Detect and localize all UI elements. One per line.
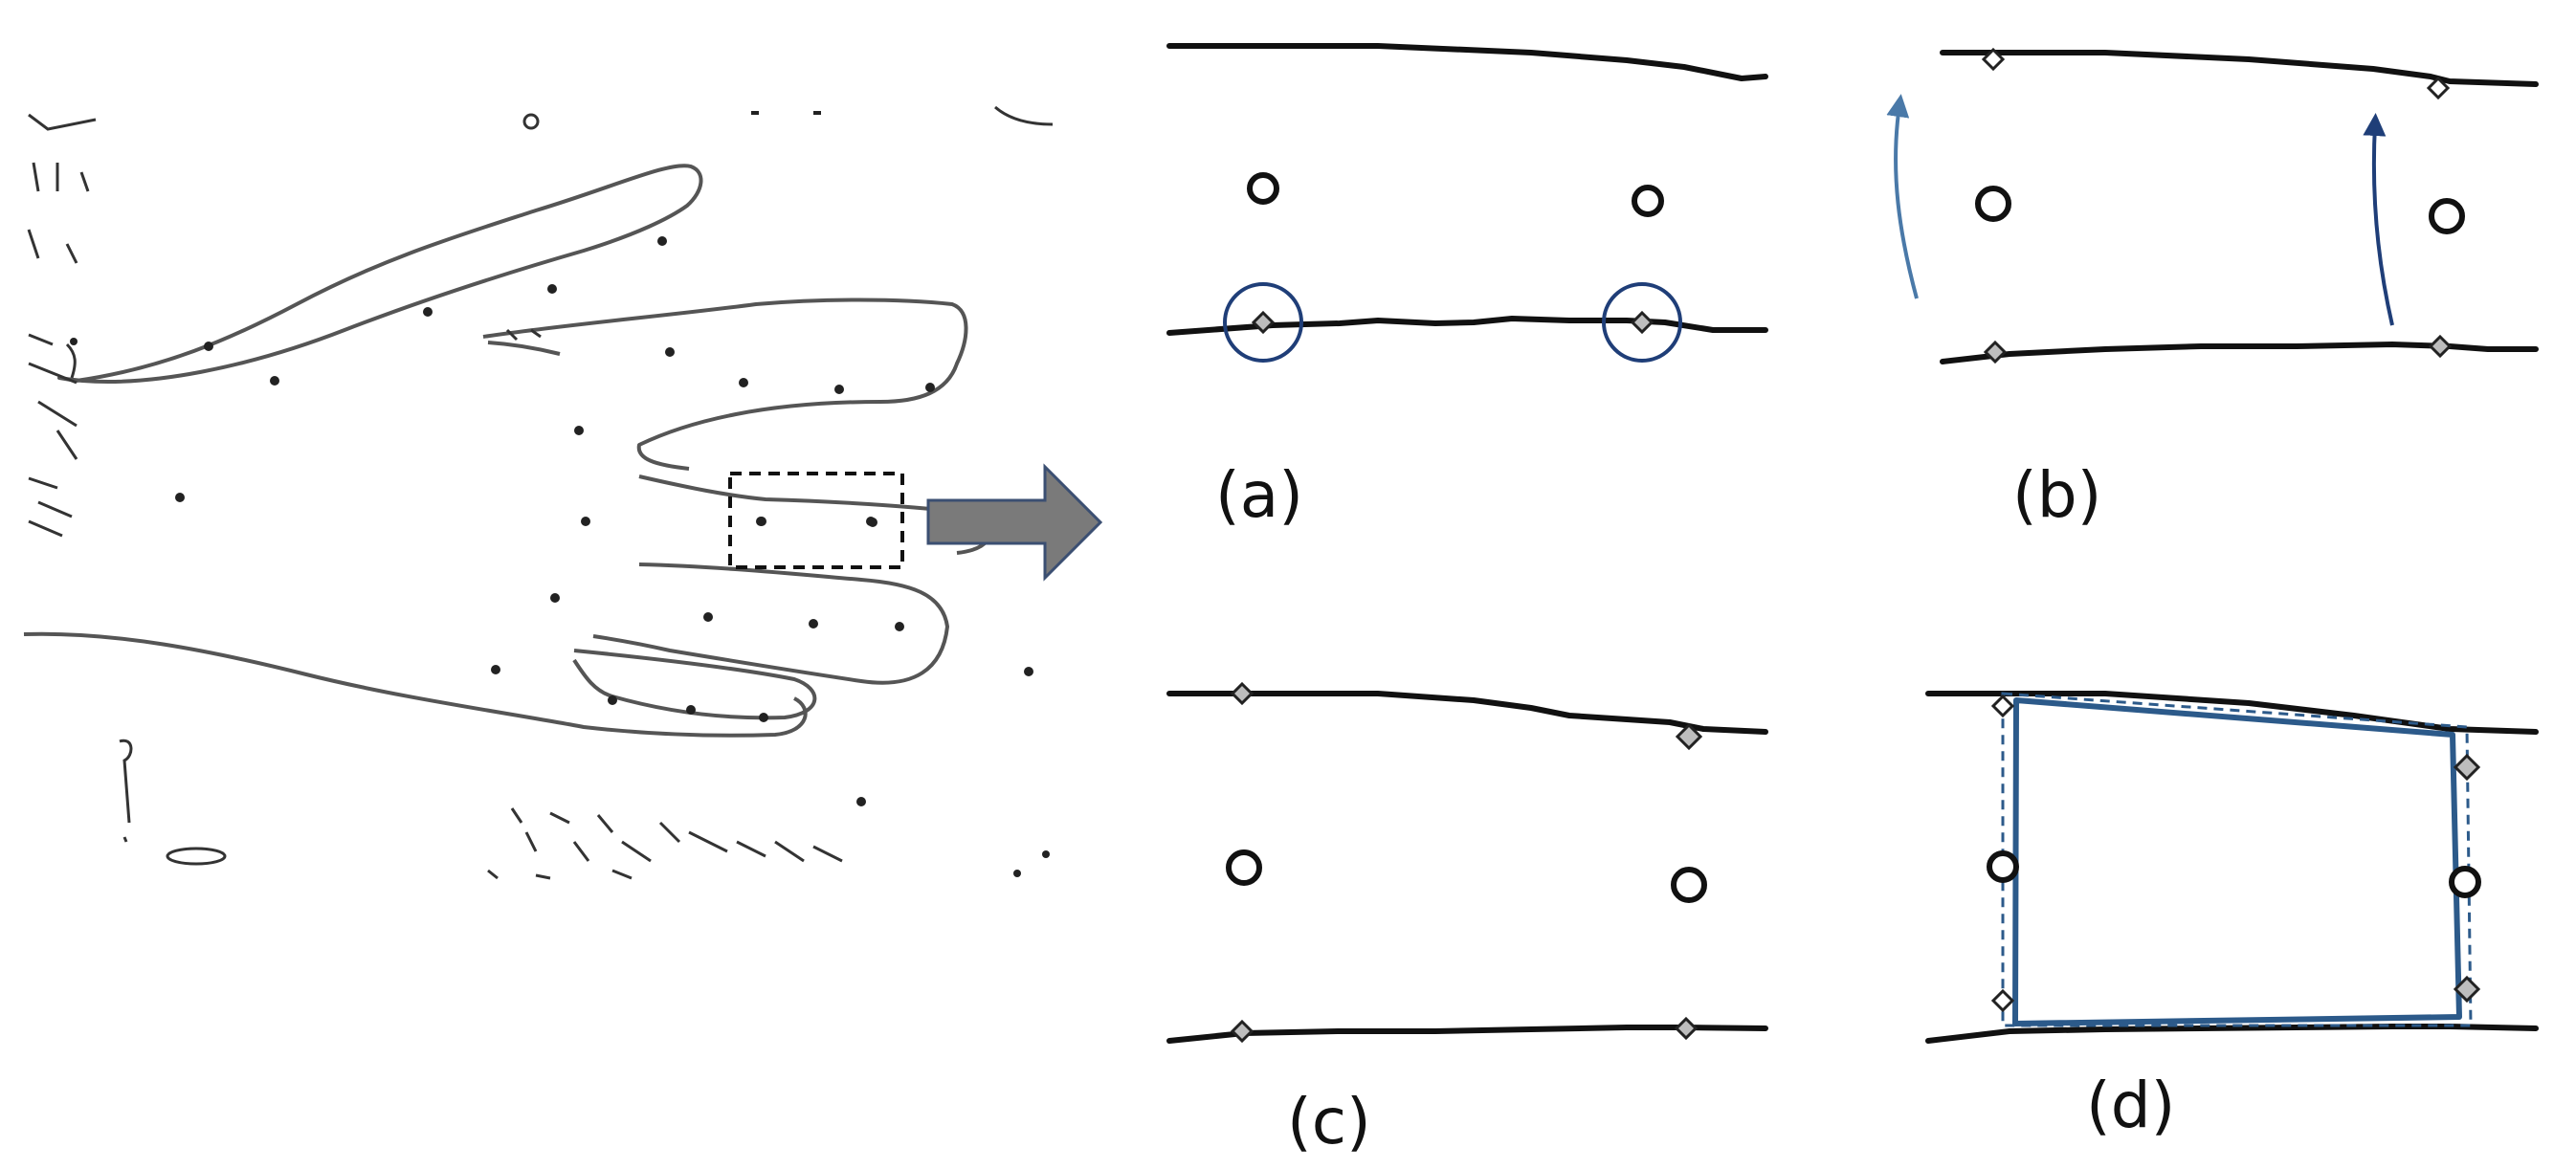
keypoint-dot xyxy=(423,307,433,317)
keypoint-diamond xyxy=(1990,988,2015,1013)
keypoint-ring xyxy=(1987,850,2019,883)
upper-edge-line xyxy=(1925,691,2539,735)
upper-edge-line xyxy=(1166,691,1768,735)
noise-speck xyxy=(1013,870,1021,877)
curved-up-arrow-icon xyxy=(1886,94,1919,299)
keypoint-dot xyxy=(657,236,667,246)
keypoint-dot xyxy=(686,705,696,715)
keypoint-ring xyxy=(1247,172,1279,205)
curved-up-arrow-icon xyxy=(2363,113,2394,326)
keypoint-dot xyxy=(868,518,877,527)
panel-b: (b) xyxy=(1886,47,2539,532)
fitted-quad-dashed xyxy=(2001,692,2473,1027)
keypoint-dot xyxy=(895,622,904,631)
keypoint-dot xyxy=(1024,667,1033,676)
noise-speck xyxy=(166,847,227,866)
lower-edge-line xyxy=(1940,342,2539,364)
keypoint-dot xyxy=(759,713,768,722)
noise-speck xyxy=(522,113,540,130)
keypoint-dot xyxy=(757,517,766,526)
noise-stroke xyxy=(487,807,843,880)
noise-speck xyxy=(1042,850,1050,858)
panel-b-label: (b) xyxy=(2012,458,2101,532)
panel-c: (c) xyxy=(1166,681,1768,1158)
lower-edge-line xyxy=(1925,1024,2539,1044)
keypoint-ring xyxy=(1975,186,2011,222)
highlight-circle xyxy=(1223,282,1303,363)
keypoint-ring xyxy=(1671,867,1707,903)
keypoint-dot xyxy=(574,426,584,435)
keypoint-diamond xyxy=(1230,681,1255,706)
keypoint-dot xyxy=(834,385,844,394)
noise-stroke xyxy=(119,739,133,843)
keypoint-dot xyxy=(608,695,617,705)
keypoint-dot xyxy=(547,284,557,294)
keypoint-dot xyxy=(175,493,185,502)
noise-stroke xyxy=(505,328,542,342)
keypoint-ring xyxy=(2449,866,2481,898)
fitted-quad xyxy=(2012,697,2462,1026)
keypoint-diamond xyxy=(1674,1016,1699,1041)
keypoint-diamond xyxy=(1630,310,1654,335)
lower-edge-line xyxy=(1166,316,1768,336)
keypoint-diamond xyxy=(1251,310,1276,335)
keypoint-diamond xyxy=(2426,76,2451,100)
keypoint-dot xyxy=(925,383,935,392)
keypoint-dot xyxy=(491,665,500,674)
lower-edge-line xyxy=(1166,1025,1768,1044)
noise-speck xyxy=(751,111,759,115)
keypoint-dot xyxy=(703,612,713,622)
upper-edge-line xyxy=(1940,50,2539,87)
keypoint-dot xyxy=(581,517,590,526)
keypoint-diamond xyxy=(1675,722,1703,751)
hand-outline xyxy=(23,164,993,738)
keypoint-ring xyxy=(1226,849,1262,886)
panel-a: (a) xyxy=(1166,43,1768,532)
keypoint-ring xyxy=(1632,185,1664,217)
noise-speck xyxy=(70,338,78,345)
panel-d: (d) xyxy=(1925,691,2539,1142)
keypoint-dot xyxy=(665,347,675,357)
upper-edge-line xyxy=(1166,43,1768,81)
keypoint-dot xyxy=(550,593,560,603)
keypoint-diamond xyxy=(2453,753,2481,782)
keypoint-dot xyxy=(204,342,213,351)
highlight-circle xyxy=(1602,282,1682,363)
keypoint-dot xyxy=(270,376,279,386)
keypoint-diamond xyxy=(1230,1019,1255,1044)
noise-stroke xyxy=(27,113,97,538)
edge-noise xyxy=(27,105,1054,880)
keypoint-dot xyxy=(856,797,866,806)
panel-d-label: (d) xyxy=(2086,1069,2175,1142)
panel-a-label: (a) xyxy=(1215,458,1303,532)
panel-c-label: (c) xyxy=(1287,1085,1371,1158)
keypoint-diamond xyxy=(1983,340,2008,364)
keypoint-diamond xyxy=(2428,334,2453,359)
keypoint-diamond xyxy=(1990,694,2015,718)
noise-speck xyxy=(813,111,821,115)
noise-stroke xyxy=(65,342,77,379)
noise-stroke xyxy=(994,105,1054,126)
hand-edge-map xyxy=(23,105,1054,880)
keypoint-dot xyxy=(739,378,748,387)
keypoint-ring xyxy=(2429,198,2465,234)
keypoint-diamond xyxy=(1981,47,2006,72)
right-arrow-icon xyxy=(926,463,1103,582)
keypoint-dot xyxy=(809,619,818,629)
keypoint-diamond xyxy=(2453,975,2481,1004)
zoom-crop-box xyxy=(728,472,904,569)
